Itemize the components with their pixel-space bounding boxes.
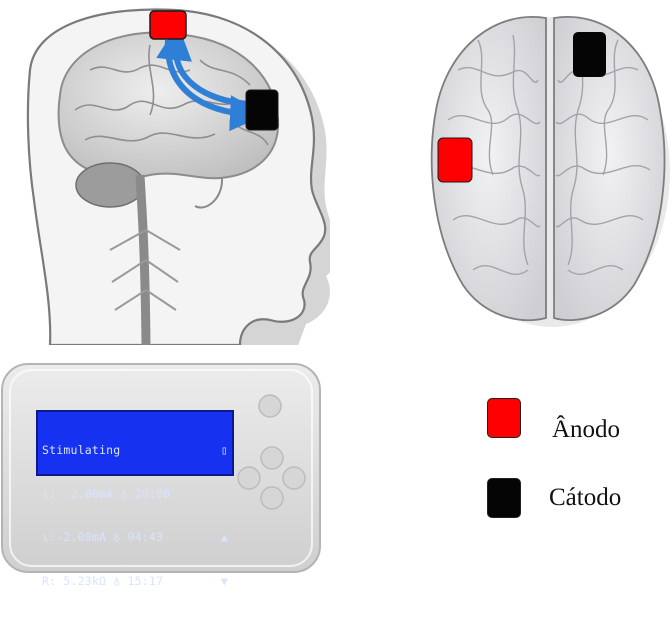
brain-top-view-icon [418,0,672,330]
device-button-top [259,395,281,417]
lcd-line-2: ɩ: 2.00mA ♁ 20:00 [42,487,228,502]
lcd-screen: Stimulating▯ ɩ: 2.00mA ♁ 20:00 ɩ:-2.00mA… [36,410,234,476]
battery-icon: ▯ [221,443,228,458]
anode-electrode-top [438,138,472,182]
device-button-up [261,447,283,469]
head-profile-figure [0,0,330,345]
stimulator-device: Stimulating ▯ ɩ: 2.00mA ♁ 20:00 ɩ:-2.00mA… [0,360,330,576]
legend-cathode-label: Cátodo [549,484,621,512]
legend-anode-label: Ânodo [552,416,620,444]
legend-anode-swatch [487,398,521,438]
anode-electrode [150,11,186,39]
device-button-down [261,487,283,509]
legend-cathode-swatch [487,478,521,518]
lcd-line-1: Stimulating ▯ [42,443,228,458]
lcd-current-1: ɩ: 2.00mA ♁ 20:00 [42,487,170,501]
cathode-electrode [246,90,278,130]
device-button-right [283,467,305,489]
lcd-line-3: ɩ:-2.00mA ♁ 04:43 ▲ [42,530,228,545]
lcd-status-text: Stimulating [42,443,120,457]
lcd-current-2: ɩ:-2.00mA ♁ 04:43 [42,530,163,544]
brain-top-view-figure [418,0,672,330]
device-button-left [238,467,260,489]
arrow-up-icon: ▲ [221,530,228,545]
cerebellum [76,163,144,207]
head-profile-icon [0,0,330,345]
cathode-electrode-top [573,32,606,77]
